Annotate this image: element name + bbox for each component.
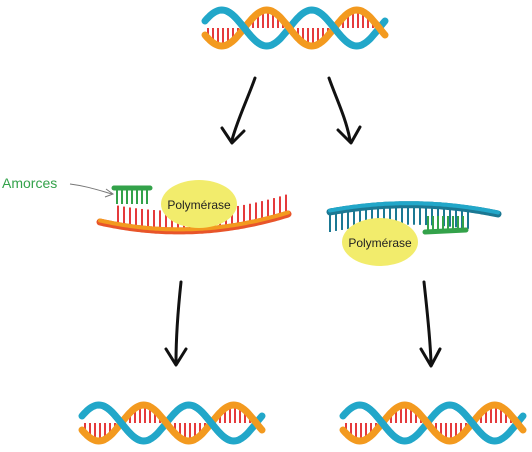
dna-strand-blue-segment — [225, 436, 234, 444]
template-strand-orange-highlight — [98, 210, 290, 232]
arrowhead-left-top — [220, 126, 246, 145]
template-strand-blue-highlight — [328, 201, 500, 215]
polymerase-left-shape — [161, 180, 237, 228]
dna-strand-blue-segment — [135, 436, 144, 444]
arrow-left-bottom — [174, 280, 183, 364]
dna-helix-original — [201, 6, 389, 50]
dna-helix-copy-left — [78, 401, 266, 445]
polymerase-right-label: Polymérase — [348, 236, 412, 250]
dna-helix-copy-right — [339, 401, 527, 445]
dna-strand-blue-segment — [258, 41, 267, 49]
primers-pointer — [69, 183, 113, 195]
polymerase-right-shape — [342, 218, 418, 266]
dna-strand-orange — [201, 6, 389, 50]
arrow-right-top — [327, 76, 352, 142]
dna-strand-orange — [78, 401, 266, 445]
dna-strand-blue-segment — [396, 436, 405, 444]
dna-strand-orange — [339, 401, 527, 445]
arrowhead-left-bottom — [164, 347, 188, 367]
dna-strand-blue-segment — [486, 436, 495, 444]
primers-label: Amorces — [2, 175, 57, 191]
primer-right — [422, 227, 469, 235]
arrow-left-top — [230, 76, 257, 142]
arrowhead-right-bottom — [419, 347, 442, 368]
polymerase-left-label: Polymérase — [167, 198, 231, 212]
dna-strand-blue-segment — [348, 41, 357, 49]
arrowhead-right-top — [336, 125, 362, 145]
arrow-right-bottom — [422, 280, 433, 364]
primers-pointer-head — [104, 188, 115, 198]
